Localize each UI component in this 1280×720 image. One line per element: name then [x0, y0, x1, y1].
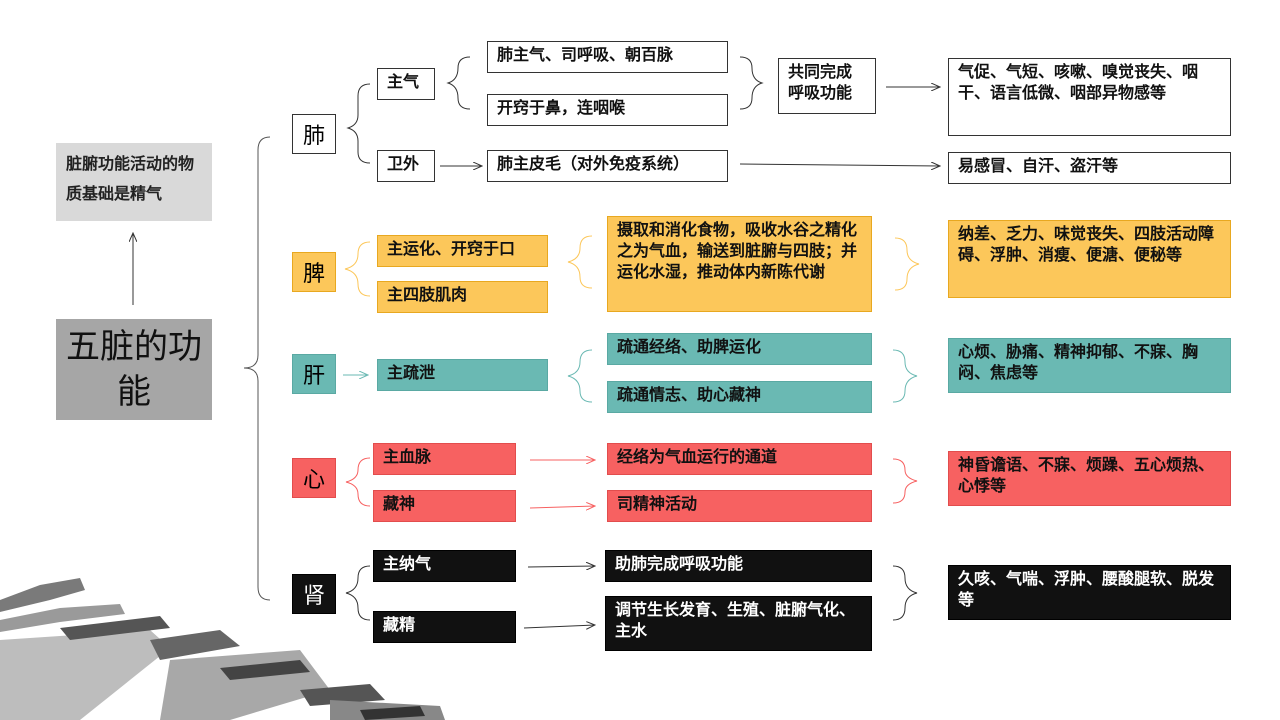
liver-detail-2: 疏通情志、助心藏神	[607, 381, 872, 413]
liver-symptom: 心烦、胁痛、精神抑郁、不寐、胸闷、焦虑等	[948, 338, 1231, 393]
spleen-symptom: 纳差、乏力、味觉丧失、四肢活动障碍、浮肿、消瘦、便溏、便秘等	[948, 220, 1231, 298]
kidney-func-1: 主纳气	[373, 550, 516, 582]
lung-detail-2: 开窍于鼻，连咽喉	[487, 94, 728, 126]
heart-func-2: 藏神	[373, 490, 516, 522]
organ-heart: 心	[292, 458, 336, 498]
spleen-func-2: 主四肢肌肉	[377, 281, 548, 313]
heart-detail-2: 司精神活动	[607, 490, 872, 522]
heart-symptom: 神昏谵语、不寐、烦躁、五心烦热、心悸等	[948, 451, 1231, 506]
spleen-func-1: 主运化、开窍于口	[377, 235, 548, 267]
lung-symptom-2: 易感冒、自汗、盗汗等	[948, 152, 1231, 184]
spleen-detail: 摄取和消化食物，吸收水谷之精化之为气血，输送到脏腑与四肢；并运化水湿，推动体内新…	[607, 216, 872, 312]
liver-func: 主疏泄	[377, 359, 548, 391]
main-brace	[243, 136, 271, 601]
lung-detail-1: 肺主气、司呼吸、朝百脉	[487, 41, 728, 73]
lung-combined: 共同完成呼吸功能	[778, 58, 876, 114]
heart-detail-1: 经络为气血运行的通道	[607, 443, 872, 475]
lung-func-defense: 卫外	[377, 150, 435, 182]
organ-liver: 肝	[292, 354, 336, 394]
material-basis-box: 脏腑功能活动的物质基础是精气	[56, 143, 212, 221]
kidney-detail-2: 调节生长发育、生殖、脏腑气化、主水	[605, 596, 872, 651]
lung-func-qi: 主气	[377, 68, 435, 100]
organ-kidney: 肾	[292, 574, 336, 614]
center-title: 五脏的功能	[56, 319, 212, 420]
lung-detail-3: 肺主皮毛（对外免疫系统）	[487, 150, 728, 182]
lung-symptom-1: 气促、气短、咳嗽、嗅觉丧失、咽干、语言低微、咽部异物感等	[948, 58, 1231, 136]
organ-spleen: 脾	[292, 252, 336, 292]
organ-lung: 肺	[292, 114, 336, 154]
kidney-symptom: 久咳、气喘、浮肿、腰酸腿软、脱发等	[948, 565, 1231, 620]
kidney-func-2: 藏精	[373, 611, 516, 643]
heart-func-1: 主血脉	[373, 443, 516, 475]
kidney-detail-1: 助肺完成呼吸功能	[605, 550, 872, 582]
liver-detail-1: 疏通经络、助脾运化	[607, 333, 872, 365]
rooftop-decoration	[0, 578, 445, 720]
